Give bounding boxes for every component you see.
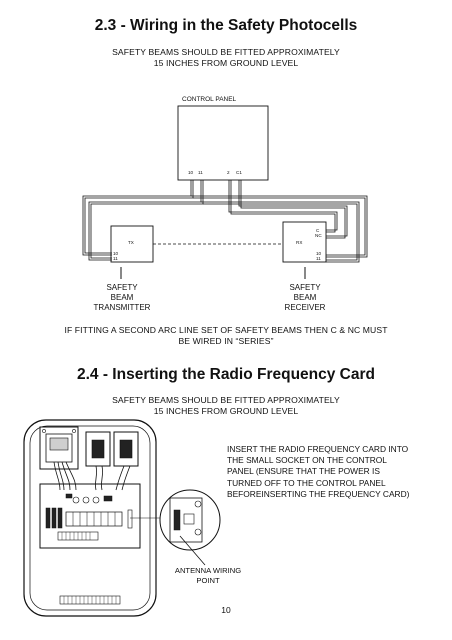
terminal-10-label: 10	[188, 170, 194, 175]
tx-terminal-10: 10	[113, 251, 119, 256]
rx-terminal-10: 10	[316, 251, 322, 256]
rf-card-instructions: INSERT THE RADIO FREQUENCY CARD INTO THE…	[227, 444, 437, 500]
terminal-2-label: 2	[227, 170, 230, 175]
terminal-11-label: 11	[198, 170, 203, 175]
section-2-3-note-line1: SAFETY BEAMS SHOULD BE FITTED APPROXIMAT…	[112, 47, 340, 57]
section-2-3-title: 2.3 - Wiring in the Safety Photocells	[94, 17, 358, 34]
control-panel-label: CONTROL PANEL	[182, 96, 237, 103]
section-2-4-title: 2.4 - Inserting the Radio Frequency Card	[76, 366, 375, 383]
transmitter-caption-line3: TRANSMITTER	[93, 303, 151, 312]
receiver-caption-line3: RECEIVER	[284, 303, 326, 312]
tx-label: TX	[128, 240, 134, 245]
rx-label: RX	[296, 240, 303, 245]
tx-terminal-11: 11	[113, 256, 118, 261]
antenna-caption: ANTENNA WIRING POINT	[164, 566, 252, 586]
transmitter-caption-line2: BEAM	[110, 293, 134, 302]
section-2-3-note-line2: 15 INCHES FROM GROUND LEVEL	[153, 58, 299, 68]
instruction-line-5: BEFOREINSERTING THE FREQUENCY CARD)	[227, 488, 410, 499]
section-2-4-note-line1: SAFETY BEAMS SHOULD BE FITTED APPROXIMAT…	[112, 395, 340, 405]
antenna-caption-line2: POINT	[196, 576, 220, 585]
rx-terminal-nc: NC	[315, 233, 322, 238]
antenna-caption-line1: ANTENNA WIRING	[174, 566, 242, 575]
rx-terminal-11: 11	[316, 256, 321, 261]
control-panel-box	[177, 105, 269, 181]
transmitter-caption: SAFETY BEAM TRANSMITTER	[86, 283, 158, 313]
instruction-line-2: THE SMALL SOCKET ON THE CONTROL	[227, 455, 387, 466]
series-warning-line2: BE WIRED IN “SERIES”	[178, 336, 274, 346]
rx-terminal-c: C	[316, 228, 320, 233]
instruction-line-1: INSERT THE RADIO FREQUENCY CARD INTO	[227, 444, 409, 454]
instruction-line-4: TURNED OFF TO THE CONTROL PANEL	[227, 477, 386, 488]
wire-group	[82, 180, 368, 263]
receiver-caption-line1: SAFETY	[289, 283, 321, 292]
series-warning-line1: IF FITTING A SECOND ARC LINE SET OF SAFE…	[64, 325, 388, 335]
receiver-box	[282, 221, 327, 263]
receiver-caption-line2: BEAM	[293, 293, 317, 302]
page-number: 10	[221, 605, 231, 615]
transmitter-caption-line1: SAFETY	[106, 283, 138, 292]
instruction-line-3: PANEL (ENSURE THAT THE POWER IS	[227, 466, 380, 477]
terminal-c1-label: C1	[236, 170, 242, 175]
receiver-caption: SAFETY BEAM RECEIVER	[270, 283, 340, 313]
section-2-4-note-line2: 15 INCHES FROM GROUND LEVEL	[153, 406, 299, 416]
